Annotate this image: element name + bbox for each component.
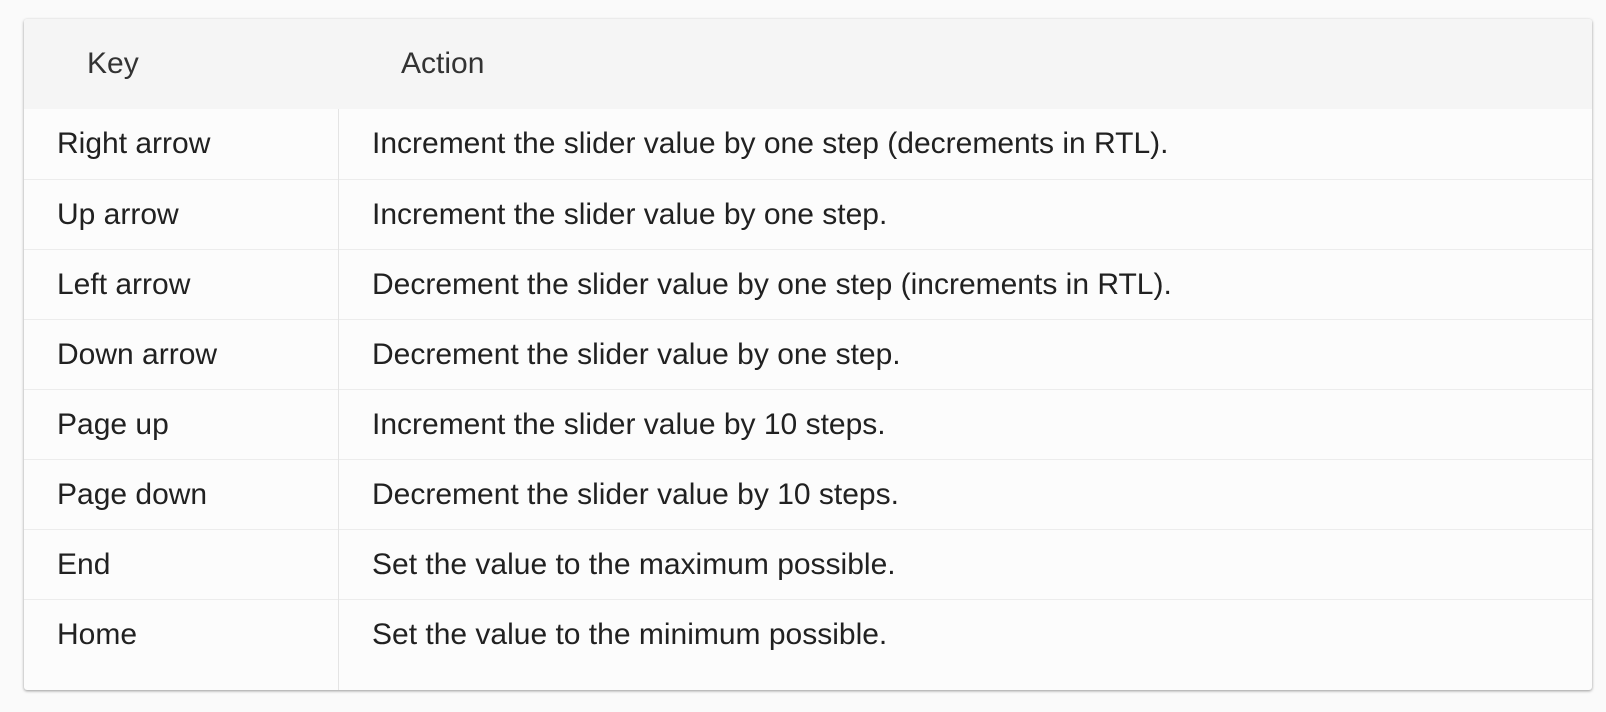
table-row: End Set the value to the maximum possibl… — [24, 529, 1592, 599]
key-cell: Right arrow — [57, 127, 211, 160]
key-cell: End — [57, 548, 111, 581]
table-row: Right arrow Increment the slider value b… — [24, 109, 1592, 179]
action-cell: Set the value to the maximum possible. — [372, 548, 896, 581]
key-cell: Home — [57, 618, 138, 651]
key-cell: Left arrow — [57, 268, 191, 301]
table-row: Home Set the value to the minimum possib… — [24, 599, 1592, 669]
action-cell: Increment the slider value by 10 steps. — [372, 408, 886, 441]
table-row: Left arrow Decrement the slider value by… — [24, 249, 1592, 319]
key-cell: Page up — [57, 408, 169, 441]
action-cell: Increment the slider value by one step. — [372, 198, 888, 231]
table-row: Up arrow Increment the slider value by o… — [24, 179, 1592, 249]
key-cell: Up arrow — [57, 198, 179, 231]
action-cell: Increment the slider value by one step (… — [372, 127, 1169, 160]
column-header-action: Action — [401, 47, 485, 80]
key-cell: Page down — [57, 478, 208, 511]
keyboard-shortcuts-table: Key Action Right arrow Increment the sli… — [24, 19, 1592, 690]
action-cell: Set the value to the minimum possible. — [372, 618, 888, 651]
table-row: Page up Increment the slider value by 10… — [24, 389, 1592, 459]
key-cell: Down arrow — [57, 338, 218, 371]
action-cell: Decrement the slider value by one step (… — [372, 268, 1172, 301]
action-cell: Decrement the slider value by 10 steps. — [372, 478, 899, 511]
action-cell: Decrement the slider value by one step. — [372, 338, 901, 371]
table-row: Down arrow Decrement the slider value by… — [24, 319, 1592, 389]
table-body: Right arrow Increment the slider value b… — [24, 109, 1592, 669]
table-row: Page down Decrement the slider value by … — [24, 459, 1592, 529]
column-divider — [338, 109, 339, 690]
table-header: Key Action — [24, 19, 1592, 109]
column-header-key: Key — [87, 47, 139, 80]
